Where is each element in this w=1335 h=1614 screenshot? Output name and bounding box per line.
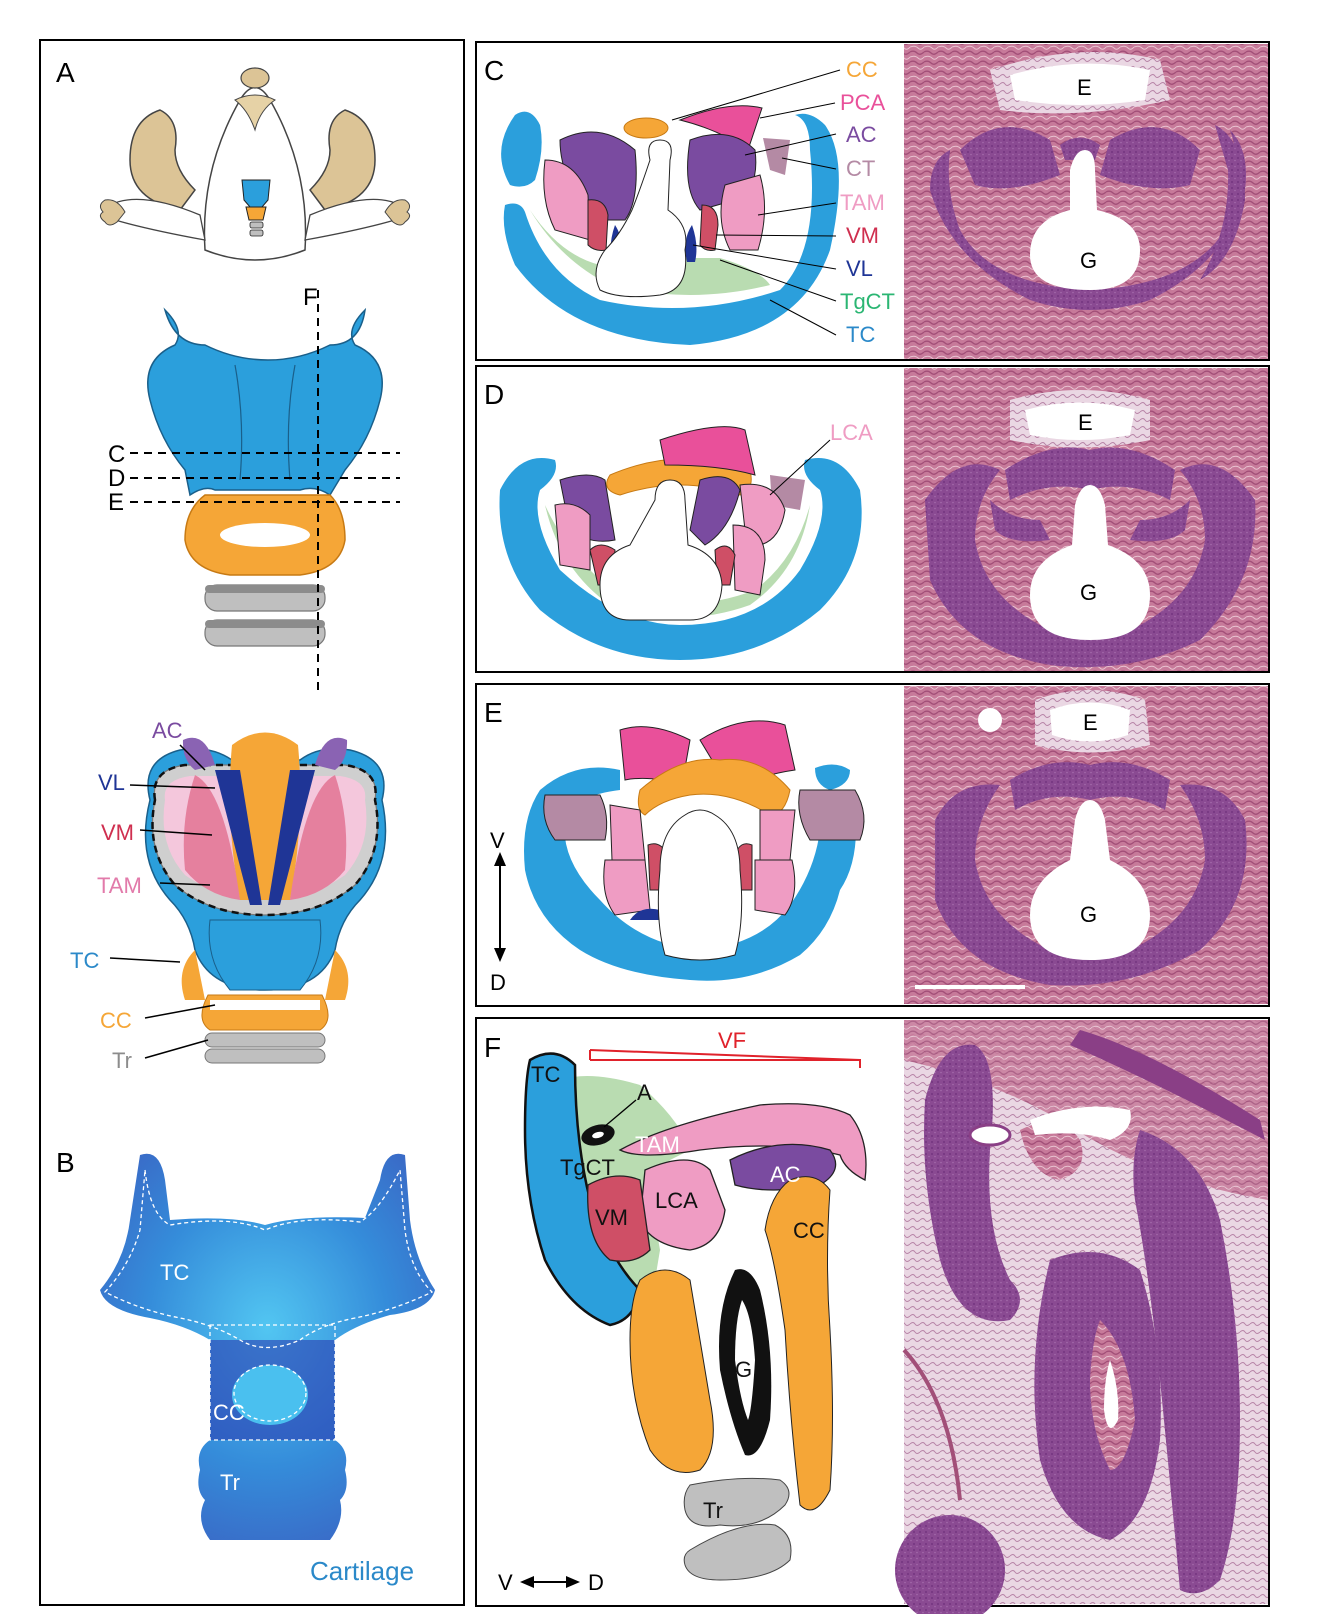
c-histo-g: G: [1080, 248, 1097, 273]
larynx-drawing: F C D E: [108, 284, 400, 690]
c-label-tc: TC: [846, 322, 875, 347]
panel-f-letter: F: [484, 1032, 501, 1063]
d-histo-g: G: [1080, 580, 1097, 605]
b-caption: Cartilage: [310, 1556, 414, 1586]
f-label-cc: CC: [793, 1218, 825, 1243]
f-axis-v: V: [498, 1570, 513, 1595]
panel-d-schematic: LCA: [500, 420, 874, 660]
f-label-g: G: [735, 1357, 752, 1382]
c-histo-e: E: [1077, 75, 1092, 100]
panel-e-histology: E G: [904, 686, 1268, 1004]
c-label-ac: AC: [846, 122, 877, 147]
c-label-tgct: TgCT: [840, 289, 895, 314]
label-vm: VM: [101, 820, 134, 845]
larynx-vocal-fold-drawing: AC VL VM TAM TC CC Tr: [70, 718, 386, 1073]
panel-b-cartilage-stain: TC CC Tr Cartilage: [100, 1154, 435, 1586]
label-tam: TAM: [97, 873, 142, 898]
b-label-tr: Tr: [220, 1470, 240, 1495]
f-label-vm: VM: [595, 1205, 628, 1230]
label-tc: TC: [70, 948, 99, 973]
thyroid-cartilage-shape: [148, 310, 382, 495]
section-line-e-label: E: [108, 489, 124, 516]
d-histo-e: E: [1078, 410, 1093, 435]
f-axis-d: D: [588, 1570, 604, 1595]
panel-c: C CC PCA: [476, 42, 1269, 360]
label-cc: CC: [100, 1008, 132, 1033]
f-label-tgct: TgCT: [560, 1155, 615, 1180]
e-histo-g: G: [1080, 902, 1097, 927]
c-label-vm: VM: [846, 223, 879, 248]
e-axis-d: D: [490, 970, 506, 995]
f-label-tam: TAM: [635, 1132, 680, 1157]
label-tr: Tr: [112, 1048, 132, 1073]
panel-e-letter: E: [484, 697, 503, 728]
panel-a-letter: A: [56, 57, 75, 88]
label-vl: VL: [98, 770, 125, 795]
panel-f-schematic: VF V D TC A TgCT TAM AC: [498, 1028, 866, 1595]
section-line-d-label: D: [108, 465, 125, 492]
c-label-tam: TAM: [840, 190, 885, 215]
f-label-tr: Tr: [703, 1498, 723, 1523]
panel-f-histology: [895, 1020, 1268, 1614]
f-label-a: A: [637, 1080, 652, 1105]
mouse-illustration: [100, 68, 409, 260]
panel-b-letter: B: [56, 1147, 75, 1178]
panel-d-letter: D: [484, 379, 504, 410]
f-label-tc: TC: [531, 1062, 560, 1087]
panel-d-histology: E G: [904, 368, 1268, 671]
d-label-lca: LCA: [830, 420, 873, 445]
c-label-ct: CT: [846, 156, 875, 181]
f-label-vf: VF: [718, 1028, 746, 1053]
panel-c-schematic: CC PCA AC CT TAM VM VL TgCT TC: [501, 57, 895, 347]
e-axis-v: V: [490, 828, 505, 853]
f-label-ac: AC: [770, 1162, 801, 1187]
panel-a: A: [40, 40, 464, 1605]
panel-e: E V D: [476, 684, 1269, 1006]
panel-d: D LCA: [476, 366, 1269, 672]
b-label-cc: CC: [213, 1400, 245, 1425]
c-label-cc: CC: [846, 57, 878, 82]
panel-c-histology: E G: [904, 44, 1268, 359]
c-label-pca: PCA: [840, 90, 886, 115]
b-label-tc: TC: [160, 1260, 189, 1285]
section-line-c-label: C: [108, 441, 125, 468]
e-histo-e: E: [1083, 710, 1098, 735]
panel-f: F VF V D TC A: [476, 1018, 1269, 1614]
c-label-vl: VL: [846, 256, 873, 281]
section-line-f-label: F: [303, 284, 318, 311]
panel-e-schematic: V D: [490, 721, 864, 995]
label-ac: AC: [152, 718, 183, 743]
f-label-lca: LCA: [655, 1188, 698, 1213]
panel-c-letter: C: [484, 55, 504, 86]
